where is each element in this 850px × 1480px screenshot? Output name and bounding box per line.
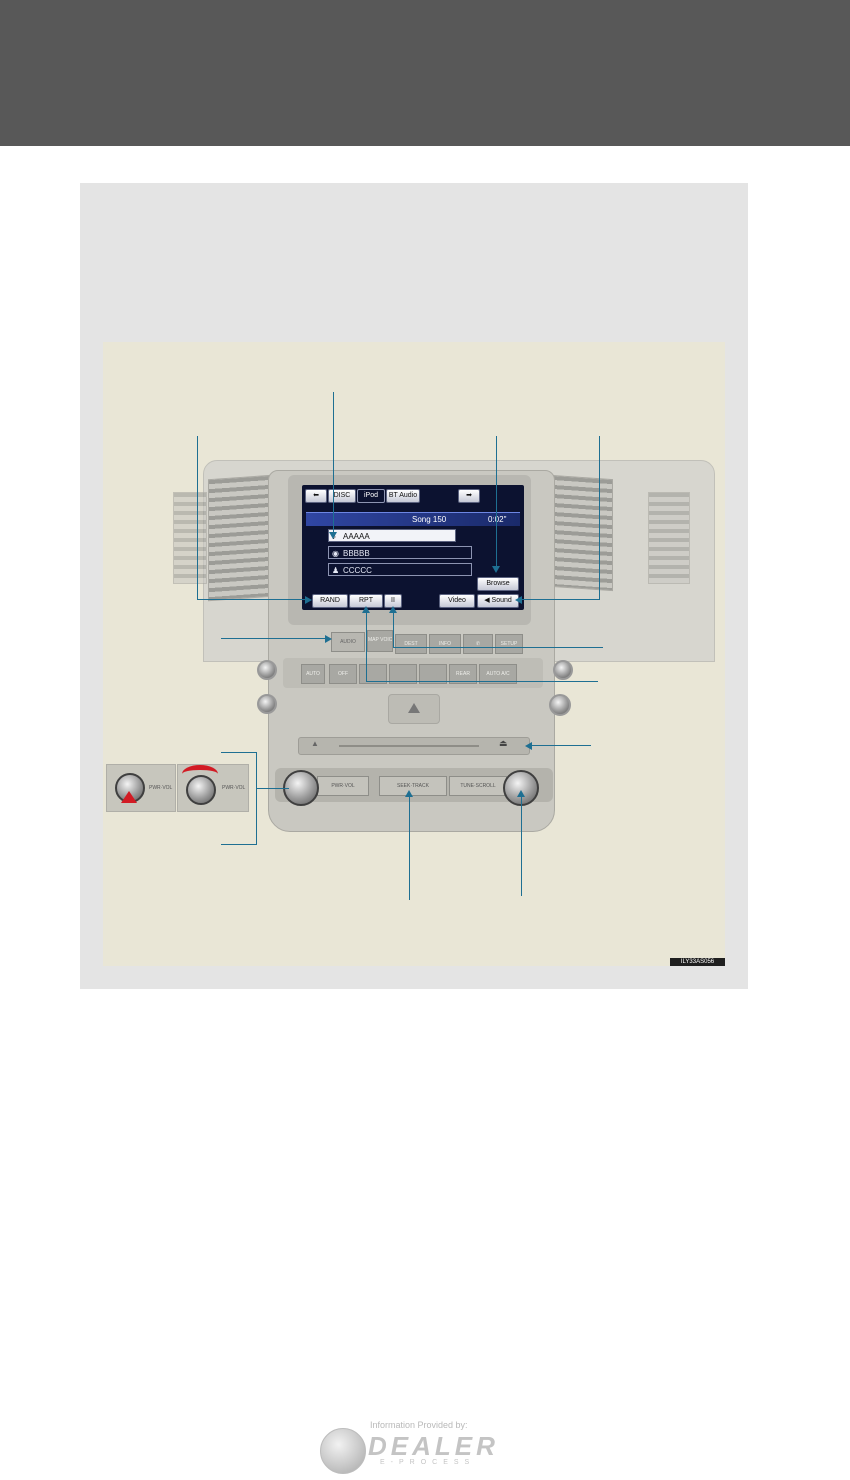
disc-slot: ▲ ⏏ — [298, 737, 530, 755]
eject-icon[interactable]: ⏏ — [499, 738, 508, 748]
seek-track-button[interactable]: SEEK·TRACK — [379, 776, 447, 796]
rear-defog-button[interactable]: REAR — [449, 664, 477, 684]
globe-icon — [320, 1428, 366, 1474]
tune-scroll-knob[interactable] — [503, 770, 539, 806]
left-lower-knob[interactable] — [257, 694, 277, 714]
ac-button[interactable]: AUTO A/C — [479, 664, 517, 684]
hazard-button[interactable] — [388, 694, 440, 724]
figure-code: ILY33AS056 — [670, 958, 725, 966]
audio-system-figure: ⬅ DISC iPod BT Audio ➡ Song 150 0:02" ♪A… — [103, 342, 725, 966]
leader-line-pause — [393, 647, 603, 648]
right-temp-knob[interactable] — [553, 660, 573, 680]
leader-line-pause — [393, 610, 394, 648]
leader-arrow-audio — [325, 635, 332, 643]
leader-arrow-rpt — [362, 606, 370, 613]
artist-row[interactable]: ♟CCCCC — [328, 563, 472, 576]
dest-button[interactable]: DEST — [395, 634, 427, 654]
speaker-icon: ◀ — [484, 597, 490, 604]
bottom-trim — [288, 808, 538, 818]
climate-off-button[interactable]: OFF — [329, 664, 357, 684]
phone-icon: ✆ — [475, 641, 481, 647]
song-row[interactable]: ♪AAAAA — [328, 529, 456, 542]
disc-slot-opening — [339, 745, 479, 747]
leader-line-rpt — [366, 610, 367, 682]
header-band — [0, 0, 850, 146]
leader-arrow-sound — [515, 596, 522, 604]
leader-line-rand — [197, 436, 198, 600]
rand-button[interactable]: RAND — [312, 594, 348, 608]
inset-label-turn: PWR·VOL — [222, 785, 246, 791]
left-temp-knob[interactable] — [257, 660, 277, 680]
tune-scroll-label: TUNE·SCROLL — [449, 776, 507, 796]
right-air-vent-inner — [648, 492, 690, 584]
leader-line-eject — [531, 745, 591, 746]
press-arrow-icon — [121, 791, 137, 803]
leader-arrow-tune-scroll — [517, 790, 525, 797]
leader-arrow-browse — [492, 566, 500, 573]
leader-bracket-pwr-vol — [221, 752, 257, 753]
leader-line-sound — [599, 436, 600, 600]
next-source-button[interactable]: ➡ — [458, 489, 480, 503]
sound-button[interactable]: ◀ Sound — [477, 594, 519, 608]
leader-line-seek-track — [409, 794, 410, 900]
leader-arrow-pause — [389, 606, 397, 613]
tab-bt-audio[interactable]: BT Audio — [386, 489, 420, 503]
left-air-vent-inner — [173, 492, 207, 584]
leader-line-sound — [521, 599, 600, 600]
tab-ipod[interactable]: iPod — [357, 489, 385, 503]
leader-bracket-pwr-vol — [256, 752, 257, 845]
leader-line-rand — [197, 599, 307, 600]
leader-line-tune-scroll — [521, 794, 522, 896]
track-info-bar: Song 150 0:02" — [306, 512, 520, 526]
browse-button[interactable]: Browse — [477, 577, 519, 591]
tab-disc[interactable]: DISC — [328, 489, 356, 503]
brand-name: DEALER — [368, 1431, 499, 1461]
video-button[interactable]: Video — [439, 594, 475, 608]
leader-arrow-seek-track — [405, 790, 413, 797]
elapsed-time: 0:02" — [488, 515, 507, 524]
arrow-right-icon: ➡ — [466, 492, 472, 499]
turn-arrow-icon — [182, 765, 218, 783]
setup-button[interactable]: SETUP — [495, 634, 523, 654]
track-label: Song 150 — [412, 515, 447, 524]
leader-bracket-pwr-vol — [221, 844, 257, 845]
prev-source-button[interactable]: ⬅ — [305, 489, 327, 503]
seek-track-label: SEEK·TRACK — [397, 783, 429, 789]
display-screen: ⬅ DISC iPod BT Audio ➡ Song 150 0:02" ♪A… — [302, 485, 524, 610]
leader-arrow-rand — [305, 596, 312, 604]
leader-arrow-song — [329, 532, 337, 539]
leader-bracket-pwr-vol — [257, 788, 289, 789]
pwr-vol-label: PWR·VOL — [317, 776, 369, 796]
leader-line-audio — [221, 638, 327, 639]
leader-line-song — [333, 392, 334, 534]
album-row[interactable]: ◉BBBBB — [328, 546, 472, 559]
audio-hardware-button[interactable]: AUDIO — [331, 632, 365, 652]
phone-button[interactable]: ✆ — [463, 634, 493, 654]
right-lower-knob[interactable] — [549, 694, 571, 716]
dealer-eprocess-logo: Information Provided by: DEALER E-PROCES… — [318, 1418, 528, 1474]
climate-button-5[interactable] — [419, 664, 447, 684]
left-air-vent — [208, 474, 272, 602]
arrow-left-icon: ⬅ — [313, 492, 319, 499]
info-button[interactable]: INFO — [429, 634, 461, 654]
climate-auto-button[interactable]: AUTO — [301, 664, 325, 684]
album-disc-icon: ◉ — [332, 549, 339, 558]
climate-button-4[interactable] — [389, 664, 417, 684]
leader-arrow-eject — [525, 742, 532, 750]
person-icon: ♟ — [332, 566, 340, 575]
inset-label-press: PWR·VOL — [149, 785, 173, 791]
right-air-vent — [551, 474, 613, 592]
map-voice-button[interactable]: MAP VOICE — [367, 630, 393, 652]
knob-turn-inset: PWR·VOL — [177, 764, 249, 812]
leader-line-rpt — [366, 681, 598, 682]
provided-by-text: Information Provided by: — [370, 1420, 468, 1430]
sound-button-label: Sound — [491, 597, 512, 604]
leader-line-browse — [496, 436, 497, 568]
knob-press-inset: PWR·VOL — [106, 764, 176, 812]
brand-subtitle: E-PROCESS — [380, 1459, 476, 1466]
hazard-triangle-icon — [408, 703, 420, 713]
load-icon: ▲ — [311, 739, 319, 748]
